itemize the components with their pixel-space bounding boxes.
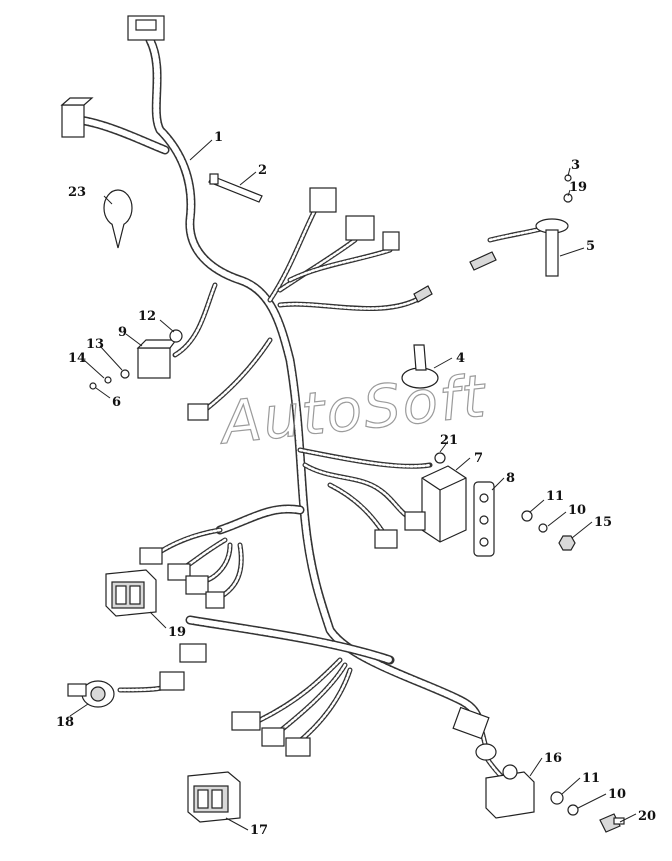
connector-plugs-upper: [309, 187, 400, 251]
label-part-19-top: 19: [569, 180, 587, 195]
label-part-2: 2: [258, 163, 267, 178]
label-part-19: 19: [168, 625, 186, 640]
connector-end: [452, 706, 497, 761]
label-part-17: 17: [250, 823, 268, 838]
ignition-switch-18: [67, 680, 115, 708]
label-part-23: 23: [68, 185, 86, 200]
label-part-20: 20: [638, 809, 656, 824]
connector-left-mid: [187, 403, 209, 421]
relay-9: [89, 329, 183, 390]
label-part-10-bottom: 10: [608, 787, 626, 802]
label-part-9: 9: [118, 325, 127, 340]
sensor-5: [469, 174, 573, 277]
connector-lower-left: [159, 643, 207, 691]
small-plug-right: [413, 285, 433, 303]
label-part-13: 13: [86, 337, 104, 352]
leader-lines: [69, 139, 637, 831]
label-part-1: 1: [214, 130, 223, 145]
connectors-mid-left: [139, 547, 225, 609]
connectors-mid-right: [374, 511, 426, 549]
label-part-11-bottom: 11: [582, 771, 600, 786]
connector-top: [127, 15, 165, 41]
label-part-16: 16: [544, 751, 562, 766]
horn-16: [485, 764, 535, 819]
label-part-15: 15: [594, 515, 612, 530]
label-part-4: 4: [456, 351, 465, 366]
label-part-21: 21: [440, 433, 458, 448]
nuts-washers-right: [521, 510, 576, 551]
main-harness: [75, 35, 483, 723]
part-labels: 1 2 3 19 5 23 12 9 13 14 6 4 21 7 8 11 1…: [56, 130, 656, 838]
bracket-8: [473, 481, 495, 557]
connector-box-top-left: [60, 97, 94, 138]
label-part-3: 3: [571, 158, 580, 173]
connectors-lower-center: [231, 711, 311, 757]
label-part-11-mid: 11: [546, 489, 564, 504]
clamp-4: [401, 344, 439, 389]
label-part-5: 5: [586, 239, 595, 254]
label-part-12: 12: [138, 309, 156, 324]
label-part-6: 6: [112, 395, 121, 410]
cable-tie-2: [208, 173, 263, 203]
label-part-8: 8: [506, 471, 515, 486]
label-part-10-mid: 10: [568, 503, 586, 518]
label-part-7: 7: [474, 451, 483, 466]
switch-19: [105, 569, 157, 617]
cable-clamp-23: [103, 189, 133, 249]
label-part-14: 14: [68, 351, 86, 366]
label-part-18: 18: [56, 715, 74, 730]
switch-17: [187, 771, 241, 823]
fasteners-bottom-right: [550, 791, 625, 833]
